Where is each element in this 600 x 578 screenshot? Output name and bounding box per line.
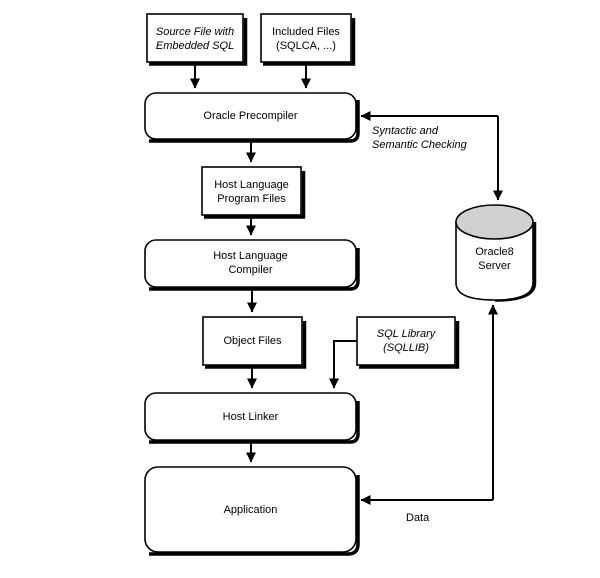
node-application [144, 466, 357, 553]
node-host-language-program-files [201, 166, 302, 216]
connectors [190, 62, 503, 505]
node-oracle8-server [455, 204, 534, 301]
node-host-linker [144, 392, 357, 441]
node-source-file [146, 13, 244, 63]
node-oracle-precompiler [144, 92, 357, 140]
node-included-files [260, 13, 352, 63]
node-outlines [144, 13, 456, 553]
label-syntactic-semantic-checking: Syntactic and Semantic Checking [372, 125, 467, 151]
edge-sql-library-to-linker [329, 340, 357, 389]
node-object-files [202, 316, 303, 366]
cylinder-top-ellipse [455, 204, 534, 240]
node-sql-library [356, 316, 456, 366]
node-host-language-compiler [144, 239, 357, 288]
label-data: Data [406, 512, 430, 524]
